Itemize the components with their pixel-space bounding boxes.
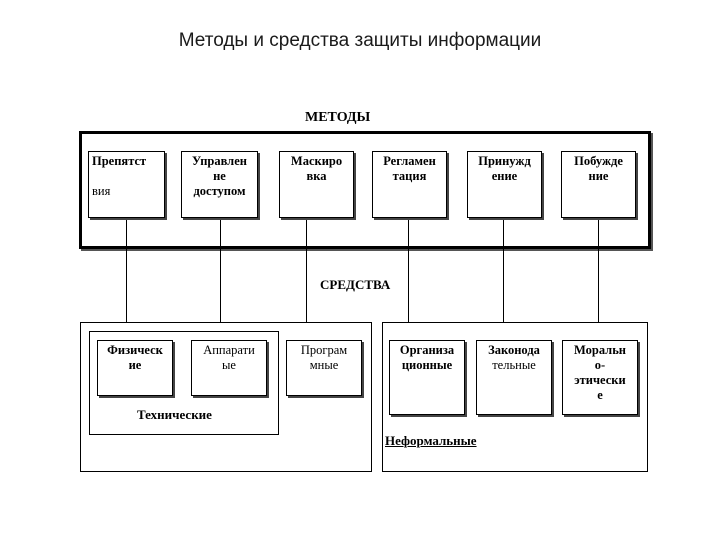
means-box-physical: Физическ ие (97, 340, 173, 396)
method-box-coercion: Принужд ение (467, 151, 542, 218)
connector-line (408, 220, 409, 332)
method-box-regulation: Регламен тация (372, 151, 447, 218)
means-box-moral-ethical: Моральн о- этически е (562, 340, 638, 415)
method-box-access-control: Управлен не доступом (181, 151, 258, 218)
means-box-organizational: Организа ционные (389, 340, 465, 415)
informal-group-label: Неформальные (385, 433, 477, 448)
connector-line (126, 220, 127, 332)
means-heading: СРЕДСТВА (320, 277, 391, 292)
slide-title: Методы и средства защиты информации (178, 30, 542, 51)
connector-line (503, 220, 504, 332)
means-box-hardware: Аппарати ые (191, 340, 267, 396)
connector-line (220, 220, 221, 332)
method-box-obstacle: Препятст вия (88, 151, 165, 218)
methods-frame (79, 131, 651, 249)
connector-line (598, 220, 599, 332)
methods-heading: МЕТОДЫ (305, 110, 371, 125)
connector-line (306, 220, 307, 332)
technical-group-label: Технические (137, 407, 212, 422)
means-box-legislative: Законода тельные (476, 340, 552, 415)
method-box-motivation: Побужде ние (561, 151, 636, 218)
method-box-masking: Маскиро вка (279, 151, 354, 218)
means-box-software: Програм мные (286, 340, 362, 396)
